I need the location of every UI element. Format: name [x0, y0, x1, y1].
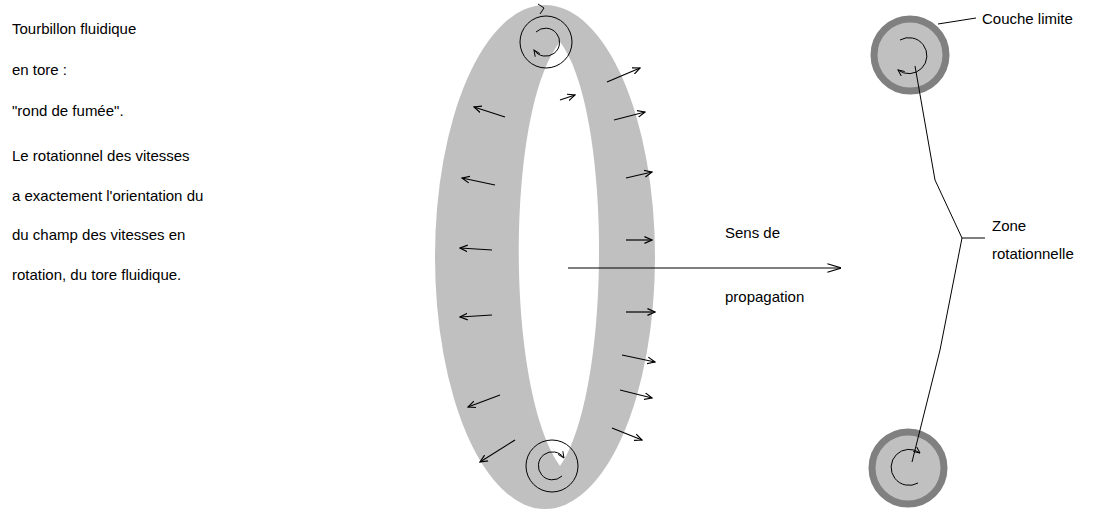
- description-line: Le rotationnel des vitesses: [12, 147, 190, 165]
- description-line: "rond de fumée".: [12, 102, 124, 120]
- leader-lines: [912, 18, 985, 462]
- vortex-section: [872, 19, 946, 504]
- part-label: Couche limite: [982, 10, 1073, 28]
- torus: [435, 5, 655, 509]
- direction-label: Sens de: [725, 224, 780, 242]
- part-label: Zone rotationnelle: [992, 212, 1102, 268]
- section-vortex: [520, 4, 578, 492]
- propagation-arrow: [568, 268, 840, 269]
- description-line: Tourbillon fluidique: [12, 20, 136, 38]
- direction-label: propagation: [725, 288, 804, 306]
- description-line: du champ des vitesses en: [12, 226, 185, 244]
- description-line: en tore :: [12, 61, 67, 79]
- description-line: a exactement l'orientation du: [12, 187, 203, 205]
- description-line: rotation, du tore fluidique.: [12, 266, 181, 284]
- velocity-arrows: [460, 68, 655, 462]
